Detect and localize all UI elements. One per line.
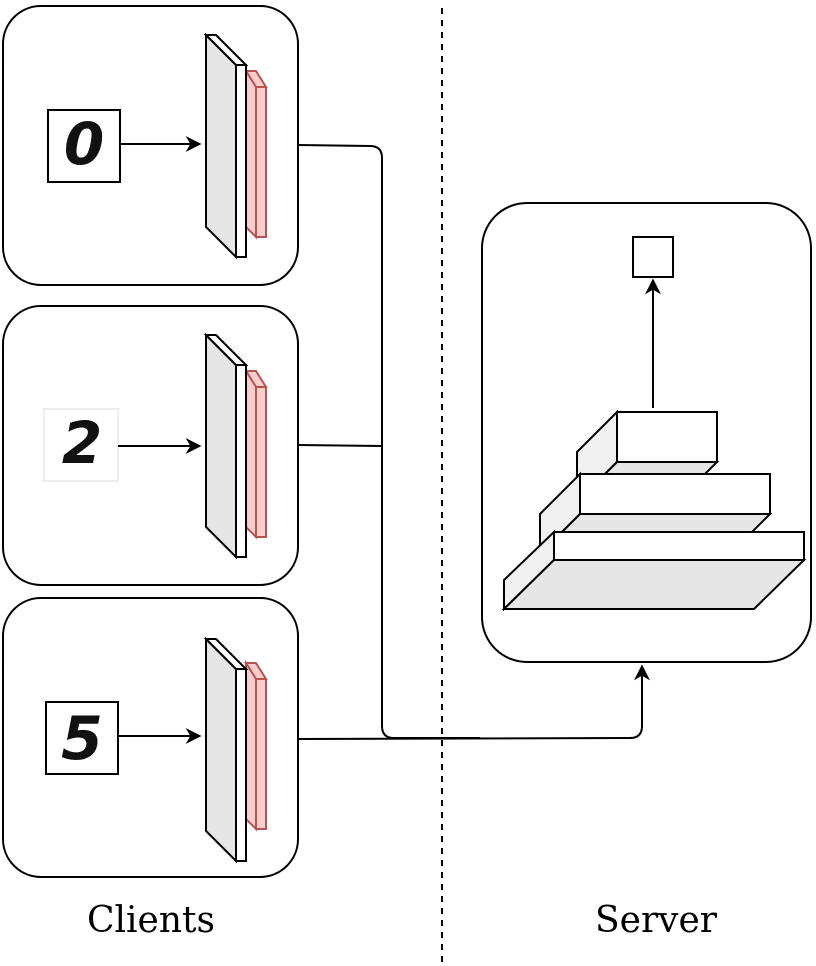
input-image-digit-0: 0	[47, 109, 121, 183]
client-model-layers	[203, 32, 268, 260]
digit-label: 5	[61, 704, 103, 774]
server-box	[481, 202, 812, 663]
client-box-2: 2	[2, 305, 299, 586]
client-model-layers	[203, 332, 268, 560]
connector-client-2	[297, 444, 383, 447]
server-output-node	[632, 236, 674, 278]
connector-to-server	[297, 664, 650, 740]
server-model-stack	[501, 409, 807, 612]
connector-client-1	[297, 144, 480, 739]
digit-label: 2	[62, 409, 102, 477]
digit-label: 0	[64, 110, 104, 178]
client-box-1: 0	[2, 5, 299, 286]
input-image-digit-2: 2	[43, 408, 119, 482]
clients-label: Clients	[87, 900, 215, 941]
client-box-3: 5	[2, 597, 299, 878]
server-label: Server	[595, 900, 718, 941]
client-to-server-connectors	[297, 144, 650, 740]
input-image-digit-5: 5	[45, 701, 119, 775]
client-model-layers	[203, 636, 268, 864]
